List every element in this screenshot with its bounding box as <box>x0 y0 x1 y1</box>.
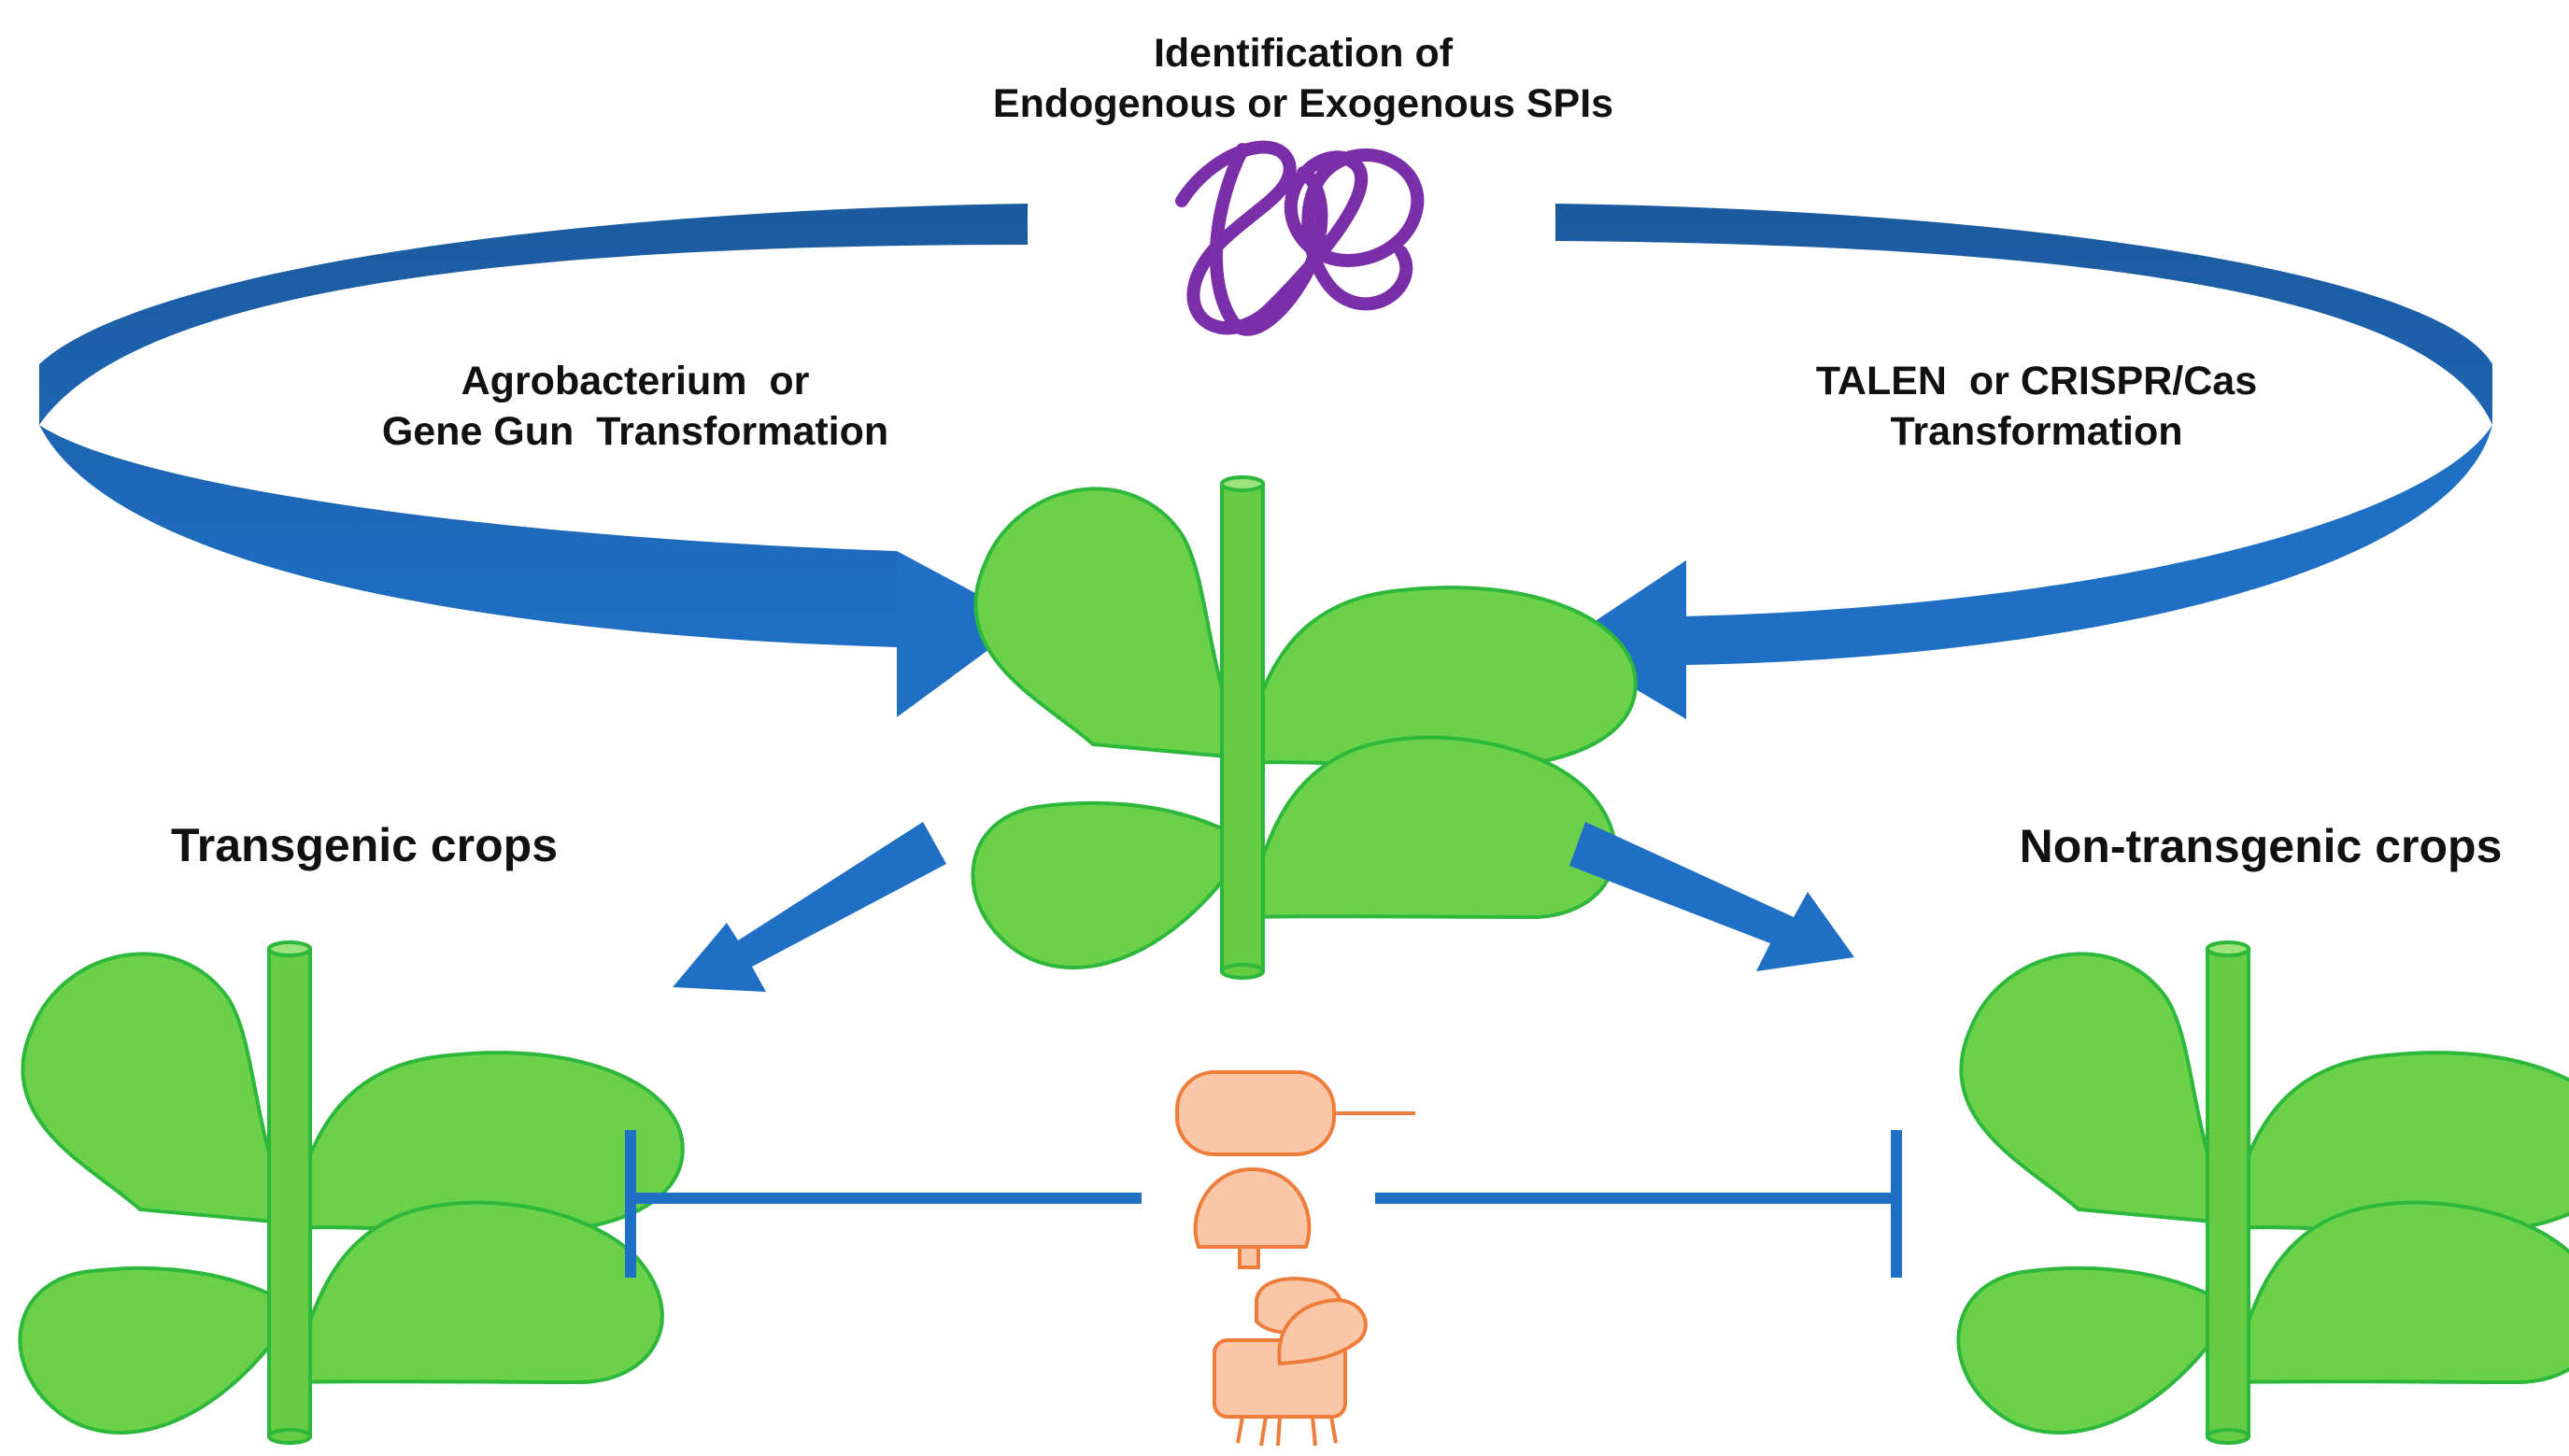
right-method-label: TALEN or CRISPR/Cas Transformation <box>1710 356 2363 457</box>
left-method-line-2: Gene Gun Transformation <box>381 409 889 454</box>
bacterium-icon <box>1175 1070 1415 1156</box>
arrow-to-non-transgenic <box>1569 822 1854 971</box>
fungus-icon <box>1193 1166 1312 1269</box>
left-method-line-1: Agrobacterium or <box>461 359 810 403</box>
center-plant-icon <box>971 475 1638 980</box>
left-method-label: Agrobacterium or Gene Gun Transformation <box>308 356 962 457</box>
protein-scribble-icon <box>1175 140 1425 336</box>
non-transgenic-crops-label: Non-transgenic crops <box>2019 820 2503 872</box>
title-label: Identification of Endogenous or Exogenou… <box>976 28 1630 129</box>
pest-icons <box>1175 1070 1415 1447</box>
transgenic-plant-icon <box>18 940 685 1445</box>
non-transgenic-plant-icon <box>1956 940 2569 1445</box>
arrow-to-transgenic <box>673 822 946 992</box>
title-line-1: Identification of <box>1153 31 1454 76</box>
inhibit-right <box>1375 1130 1902 1278</box>
inhibit-left <box>625 1130 1142 1278</box>
transgenic-crops-label: Transgenic crops <box>170 819 559 871</box>
right-method-line-2: Transformation <box>1890 409 2183 454</box>
right-arc-arrow <box>1555 204 2492 719</box>
title-line-2: Endogenous or Exogenous SPIs <box>992 81 1614 126</box>
left-arc-arrow <box>39 204 1028 717</box>
insect-icon <box>1213 1277 1368 1447</box>
right-method-line-1: TALEN or CRISPR/Cas <box>1815 359 2258 403</box>
